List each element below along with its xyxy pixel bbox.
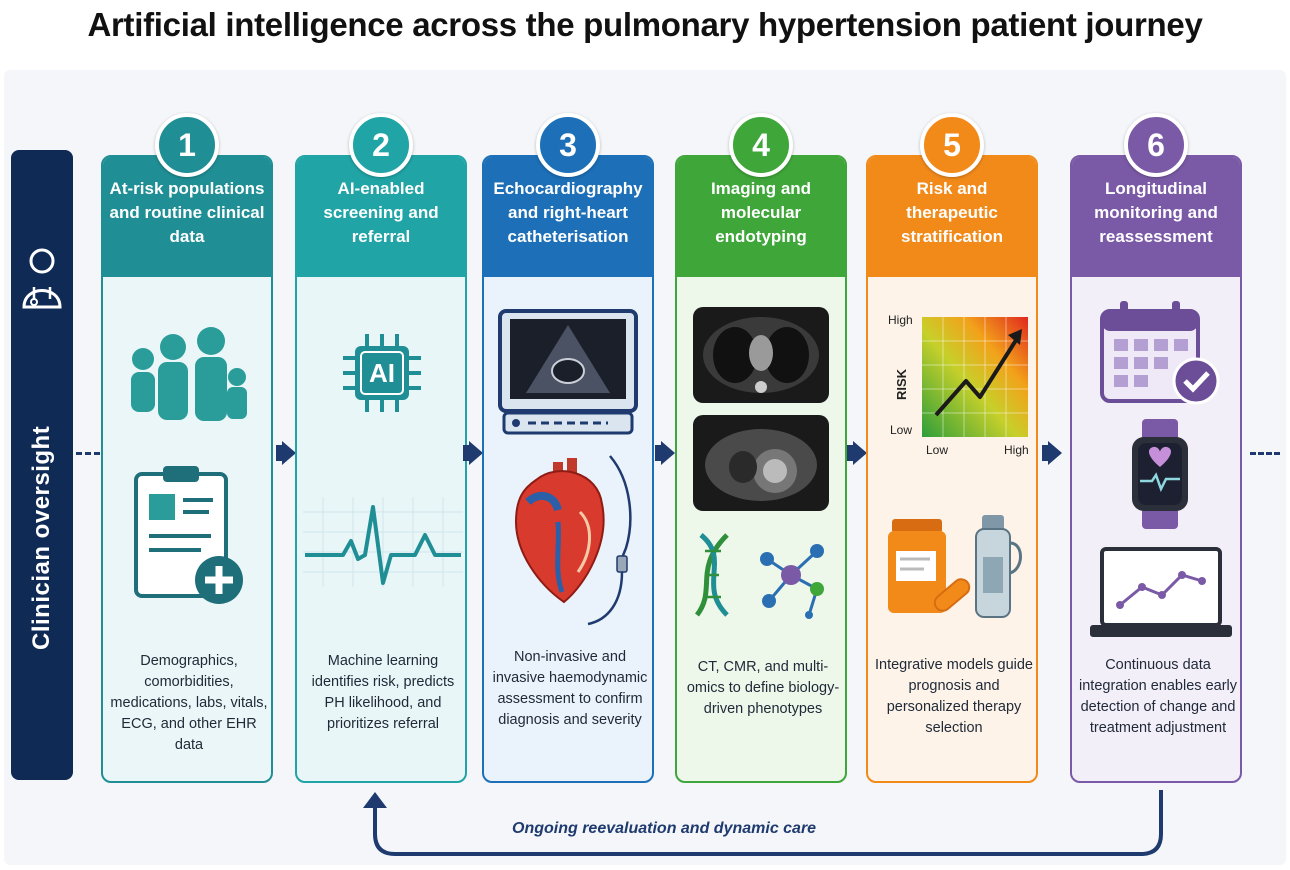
risk-y-high-label: High xyxy=(888,313,913,327)
step-description: Demographics, comorbidities, medications… xyxy=(110,653,268,753)
step-number-badge: 4 xyxy=(729,113,793,177)
clinician-oversight-bar: Clinician oversight xyxy=(11,150,73,780)
medication-inhaler-icon xyxy=(888,515,1022,618)
clinician-oversight-label: Clinician oversight xyxy=(28,425,55,650)
step-number-badge: 2 xyxy=(349,113,413,177)
step-description: CT, CMR, and multi-omics to define biolo… xyxy=(686,659,840,717)
patient-record-icon xyxy=(134,466,243,604)
ai-chip-icon: AI xyxy=(343,334,421,412)
step-card-6: Longitudinal monitoring and reassessment… xyxy=(1070,113,1242,783)
step-title: At-risk populations and routine clinical… xyxy=(103,157,271,277)
ct-scan-icon xyxy=(693,307,829,403)
step-description: Integrative models guide prognosis and p… xyxy=(875,657,1033,736)
risk-x-high-label: High xyxy=(1004,443,1029,457)
smartwatch-icon xyxy=(1132,419,1188,529)
family-icon xyxy=(131,327,247,421)
risk-y-low-label: Low xyxy=(890,423,913,437)
clinician-icon xyxy=(22,248,62,309)
step-arrow-4-5 xyxy=(847,441,867,465)
step-arrow-5-6 xyxy=(1042,441,1062,465)
step-card-4: Imaging and molecular endotyping 4 CT, C… xyxy=(675,113,847,783)
left-dashed-connector xyxy=(76,452,100,455)
laptop-trend-icon xyxy=(1090,547,1232,637)
risk-y-axis-title-wrap: RISK xyxy=(890,365,914,405)
step-description: Machine learning identifies risk, predic… xyxy=(311,653,455,732)
step-number-badge: 3 xyxy=(536,113,600,177)
risk-y-axis-title: RISK xyxy=(894,368,910,401)
step-number-badge: 1 xyxy=(155,113,219,177)
step-card-5: Risk and therapeutic stratification 5 Hi… xyxy=(866,113,1040,783)
step-card-3: Echocardiography and right-heart cathete… xyxy=(482,113,654,783)
step-title: Risk and therapeutic stratification xyxy=(868,157,1036,277)
step-number-badge: 6 xyxy=(1124,113,1188,177)
step-title: Longitudinal monitoring and reassessment xyxy=(1072,157,1240,277)
risk-x-low-label: Low xyxy=(926,443,949,457)
ai-chip-label: AI xyxy=(369,358,395,388)
step-arrow-2-3 xyxy=(463,441,483,465)
right-dashed-connector xyxy=(1250,452,1280,455)
heart-catheter-icon xyxy=(514,455,632,626)
feedback-loop-arrow xyxy=(363,790,1163,856)
step-arrow-1-2 xyxy=(276,441,296,465)
step-number-badge: 5 xyxy=(920,113,984,177)
step-card-1: At-risk populations and routine clinical… xyxy=(101,113,273,783)
step-arrow-3-4 xyxy=(655,441,675,465)
step-card-2: AI-enabled screening and referral 2 AI M… xyxy=(295,113,467,783)
ecg-waveform-icon xyxy=(303,497,463,587)
step-description: Non-invasive and invasive haemodynamic a… xyxy=(492,649,648,728)
step-description: Continuous data integration enables earl… xyxy=(1079,657,1237,736)
feedback-loop-label: Ongoing reevaluation and dynamic care xyxy=(512,820,817,837)
step-title: AI-enabled screening and referral xyxy=(297,157,465,277)
calendar-check-icon xyxy=(1100,301,1220,405)
step-title: Imaging and molecular endotyping xyxy=(677,157,845,277)
figure-title: Artificial intelligence across the pulmo… xyxy=(87,6,1203,43)
echocardiography-monitor-icon xyxy=(498,309,638,435)
risk-matrix-chart: High Low RISK Low High xyxy=(868,307,1040,467)
cmr-scan-icon xyxy=(693,415,829,511)
step-title: Echocardiography and right-heart cathete… xyxy=(484,157,652,277)
multi-omics-icon xyxy=(694,533,824,619)
